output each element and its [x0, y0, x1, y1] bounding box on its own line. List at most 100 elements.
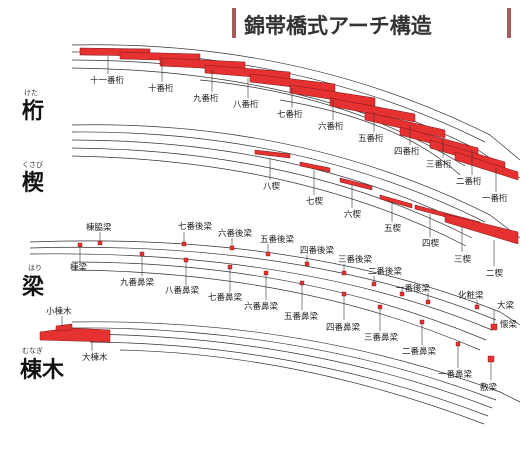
title-bar-left	[232, 8, 236, 38]
hari-mark	[227, 264, 233, 270]
kusabi-outline-1	[71, 124, 491, 216]
kusabi-red-wedges	[254, 149, 519, 245]
kusabi-wedge-5	[379, 194, 413, 209]
hari-lower-label: 敷梁	[480, 382, 498, 393]
kusabi-label: 六楔	[344, 209, 362, 220]
hari-outline-1	[29, 240, 501, 313]
munagi-outline-5	[119, 349, 485, 425]
kusabi-wedge-8	[254, 149, 291, 159]
hari-upper-label: 七番後梁	[178, 221, 213, 232]
hari-lower-label: 七番鼻梁	[208, 292, 243, 303]
hari-upper-label: 六番後梁	[218, 228, 253, 239]
hari-upper-label: 四番後梁	[300, 245, 335, 256]
kusabi-label: 八楔	[263, 181, 281, 192]
keta-label: 九番桁	[193, 93, 219, 104]
hari-lower-label: 九番鼻梁	[120, 277, 155, 288]
keta-label: 六番桁	[318, 121, 344, 132]
kusabi-outline-4	[71, 147, 473, 239]
keta-leaders	[107, 56, 497, 192]
munagi-label-small: 小棟木	[46, 306, 72, 317]
kusabi-outline-5	[71, 155, 467, 247]
hari-mark	[425, 299, 431, 305]
hari-upper-label: 二番後梁	[368, 266, 403, 277]
keta-labels: 十一番桁 十番桁 九番桁 八番桁 七番桁 六番桁 五番桁 四番桁 三番桁 二番桁…	[90, 75, 508, 204]
hari-mark	[183, 257, 189, 263]
section-munagi-title: 棟木	[20, 357, 65, 383]
keta-label: 四番桁	[394, 146, 420, 157]
kusabi-diagram	[71, 124, 521, 247]
hari-upper-label: 棟脇梁	[86, 222, 112, 233]
hari-leaders	[79, 232, 495, 380]
section-keta-ruby: けた	[24, 89, 38, 97]
hari-lower-label: 五番鼻梁	[284, 311, 319, 322]
munagi-small-beam	[55, 323, 73, 332]
keta-label: 五番桁	[358, 133, 384, 144]
hari-mark	[341, 291, 347, 297]
keta-beam-1	[454, 151, 519, 181]
kusabi-outline-2	[71, 131, 486, 223]
hari-lower-label: 八番鼻梁	[165, 285, 200, 296]
hari-mark	[341, 270, 347, 276]
title-bar-right	[507, 8, 511, 38]
section-hari-title: 梁	[21, 275, 44, 300]
munagi-outline-4	[89, 341, 489, 417]
kusabi-label: 四楔	[422, 238, 440, 249]
hari-mark	[299, 280, 305, 286]
hari-lower-label: 棟梁	[70, 262, 88, 273]
keta-top-outline	[71, 44, 491, 136]
hari-mark	[139, 251, 145, 257]
hari-mark	[304, 261, 310, 267]
hari-upper-label: 一番後梁	[396, 283, 431, 294]
kusabi-leaders	[269, 158, 495, 266]
hari-mark	[474, 304, 480, 310]
hari-mark	[97, 240, 103, 246]
munagi-outline-3	[71, 333, 493, 409]
munagi-labels: 小棟木 大棟木	[46, 306, 108, 363]
hari-upper-label: 化粧梁	[458, 290, 484, 301]
kusabi-label: 七楔	[306, 196, 324, 207]
page-title: 錦帯橋式アーチ構造	[244, 14, 433, 38]
hari-mark	[419, 319, 425, 325]
hari-mark	[229, 245, 235, 251]
hari-mark	[77, 242, 83, 248]
keta-red-beams	[79, 47, 519, 181]
hari-lower-label: 三番鼻梁	[364, 332, 399, 343]
munagi-label-large: 大棟木	[82, 352, 108, 363]
kusabi-label: 五楔	[384, 223, 402, 234]
kusabi-outline-3	[71, 139, 479, 231]
munagi-end-line	[499, 391, 521, 403]
section-munagi-ruby: むなぎ	[22, 346, 43, 355]
hari-lower-label: 六番鼻梁	[244, 301, 279, 312]
hari-mark	[265, 251, 271, 257]
hari-mark	[455, 341, 461, 347]
section-hari-ruby: はり	[28, 264, 42, 272]
section-keta-title: 桁	[22, 99, 44, 124]
hari-mark	[377, 304, 383, 310]
keta-label: 七番桁	[277, 109, 303, 120]
hari-diagram	[29, 240, 521, 351]
keta-label: 十番桁	[148, 83, 174, 94]
keta-label: 二番桁	[456, 176, 482, 187]
hari-upper-label: 五番後梁	[260, 234, 295, 245]
keta-beam-4	[364, 111, 446, 139]
kusabi-wedge-7	[299, 161, 331, 173]
kusabi-wedge-6	[339, 177, 373, 191]
hari-end-line	[499, 311, 521, 326]
munagi-large-beam	[39, 327, 111, 343]
keta-beam-6	[289, 84, 376, 107]
hari-lower-label: 二番鼻梁	[402, 346, 437, 357]
keta-label: 三番桁	[426, 159, 452, 170]
section-kusabi-ruby: くさび	[22, 161, 43, 169]
munagi-outline-2	[71, 327, 497, 401]
hari-mark-large	[487, 355, 495, 363]
kusabi-label: 二楔	[486, 268, 504, 279]
hari-lower-label: 一番鼻梁	[438, 369, 473, 380]
hari-lower-label: 懐梁	[500, 319, 518, 330]
hari-labels: 棟脇梁 七番後梁 六番後梁 五番後梁 四番後梁 三番後梁 二番後梁 一番後梁 化…	[70, 221, 518, 393]
hari-outline-2	[29, 246, 497, 321]
munagi-leaders	[61, 316, 93, 351]
keta-beam-5	[329, 97, 416, 123]
kusabi-wedge-3	[444, 213, 519, 245]
